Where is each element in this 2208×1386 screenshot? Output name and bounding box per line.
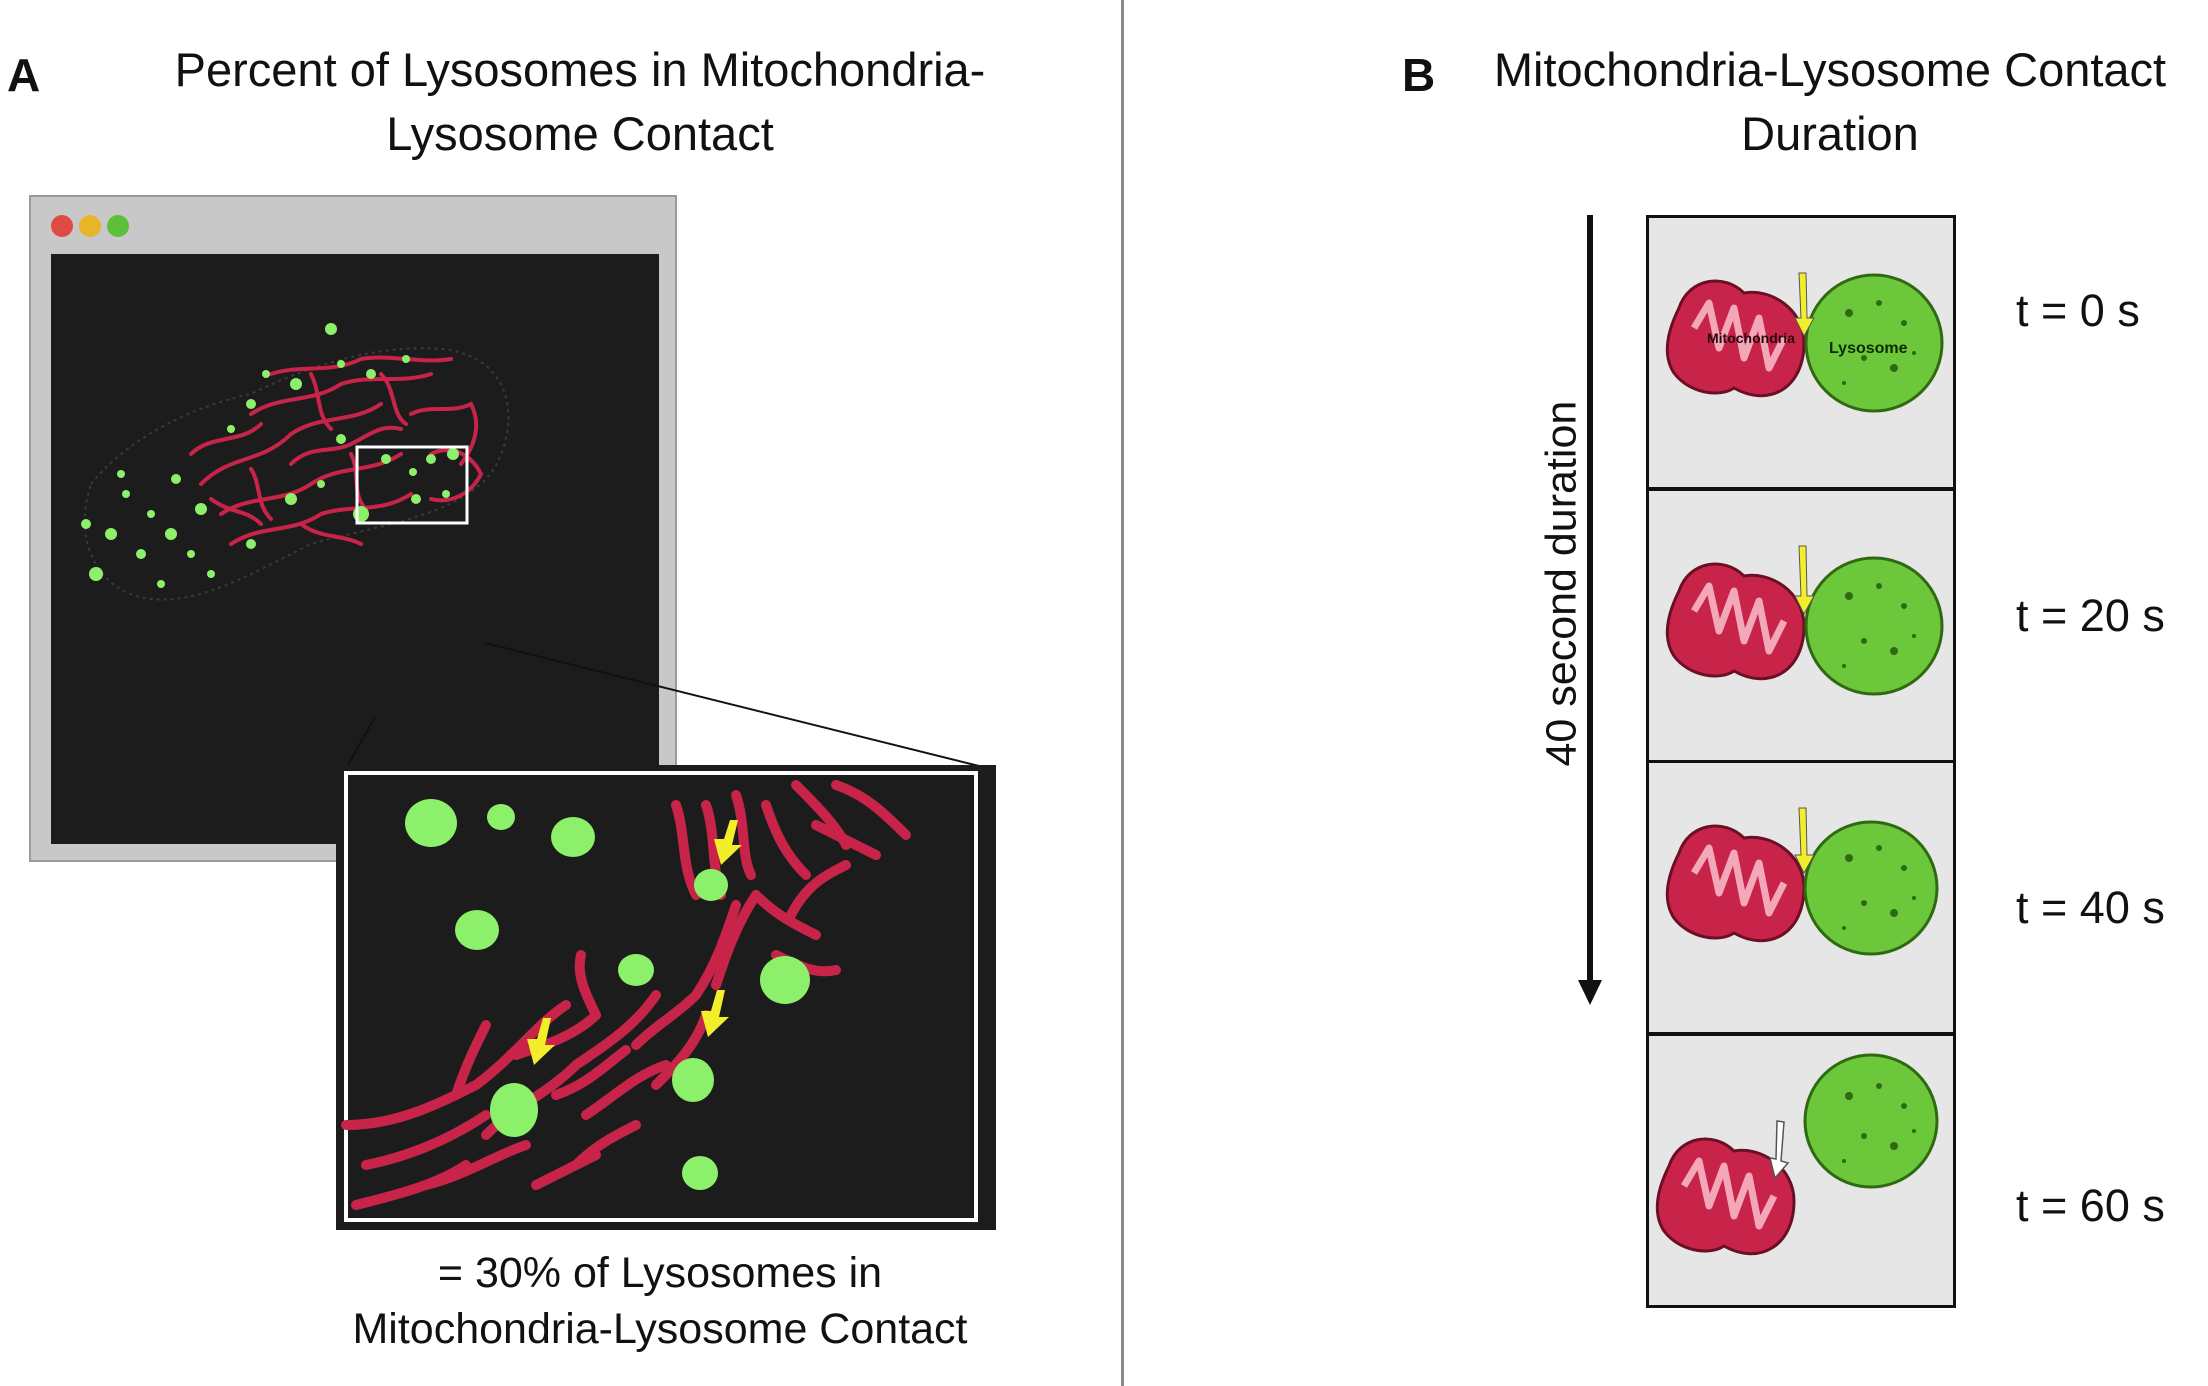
frame-t60 — [1646, 1033, 1956, 1308]
timeline-arrow-icon — [1578, 215, 1602, 1005]
panel-a-caption: = 30% of Lysosomes in Mitochondria-Lysos… — [352, 1249, 968, 1353]
contact-illustration — [1665, 807, 1939, 956]
panel-divider — [1121, 0, 1124, 1386]
frame-t20 — [1646, 488, 1956, 763]
time-label-0: t = 0 s — [2016, 285, 2140, 336]
microscope-window — [29, 195, 677, 862]
panel-b-title: Mitochondria-Lysosome Contact Duration — [1493, 43, 2167, 160]
cell-micrograph — [81, 323, 510, 601]
contact-arrow-icons — [527, 820, 742, 1065]
time-label-1: t = 20 s — [2016, 590, 2165, 641]
lysosome-label: Lysosome — [1829, 340, 1908, 357]
close-dot-icon — [51, 215, 73, 237]
minimize-dot-icon — [79, 215, 101, 237]
frame-t0: Mitochondria Lysosome — [1646, 215, 1956, 490]
panel-a-letter: A — [7, 49, 41, 101]
contact-illustration: Mitochondria Lysosome — [1665, 272, 1944, 413]
time-label-3: t = 60 s — [2016, 1180, 2165, 1231]
zoom-lysosomes — [405, 799, 810, 1190]
maximize-dot-icon — [107, 215, 129, 237]
zoom-inset-frame — [336, 765, 996, 1230]
contact-illustration — [1655, 1053, 1939, 1256]
zoom-region-box — [355, 445, 469, 525]
time-label-2: t = 40 s — [2016, 882, 2165, 933]
frame-t40 — [1646, 760, 1956, 1035]
panel-b-letter: B — [1402, 49, 1436, 101]
contact-illustration — [1665, 545, 1944, 696]
zoom-inset — [336, 765, 996, 1230]
cell-outline — [83, 347, 510, 601]
lysosome-dots — [81, 323, 459, 588]
mitochondria-label: Mitochondria — [1707, 330, 1795, 346]
panel-a-title: Percent of Lysosomes in Mitochondria- Ly… — [174, 43, 986, 160]
cell-image — [51, 254, 659, 844]
zoom-connector-lines — [344, 642, 996, 771]
duration-label: 40 second duration — [1537, 400, 1586, 767]
